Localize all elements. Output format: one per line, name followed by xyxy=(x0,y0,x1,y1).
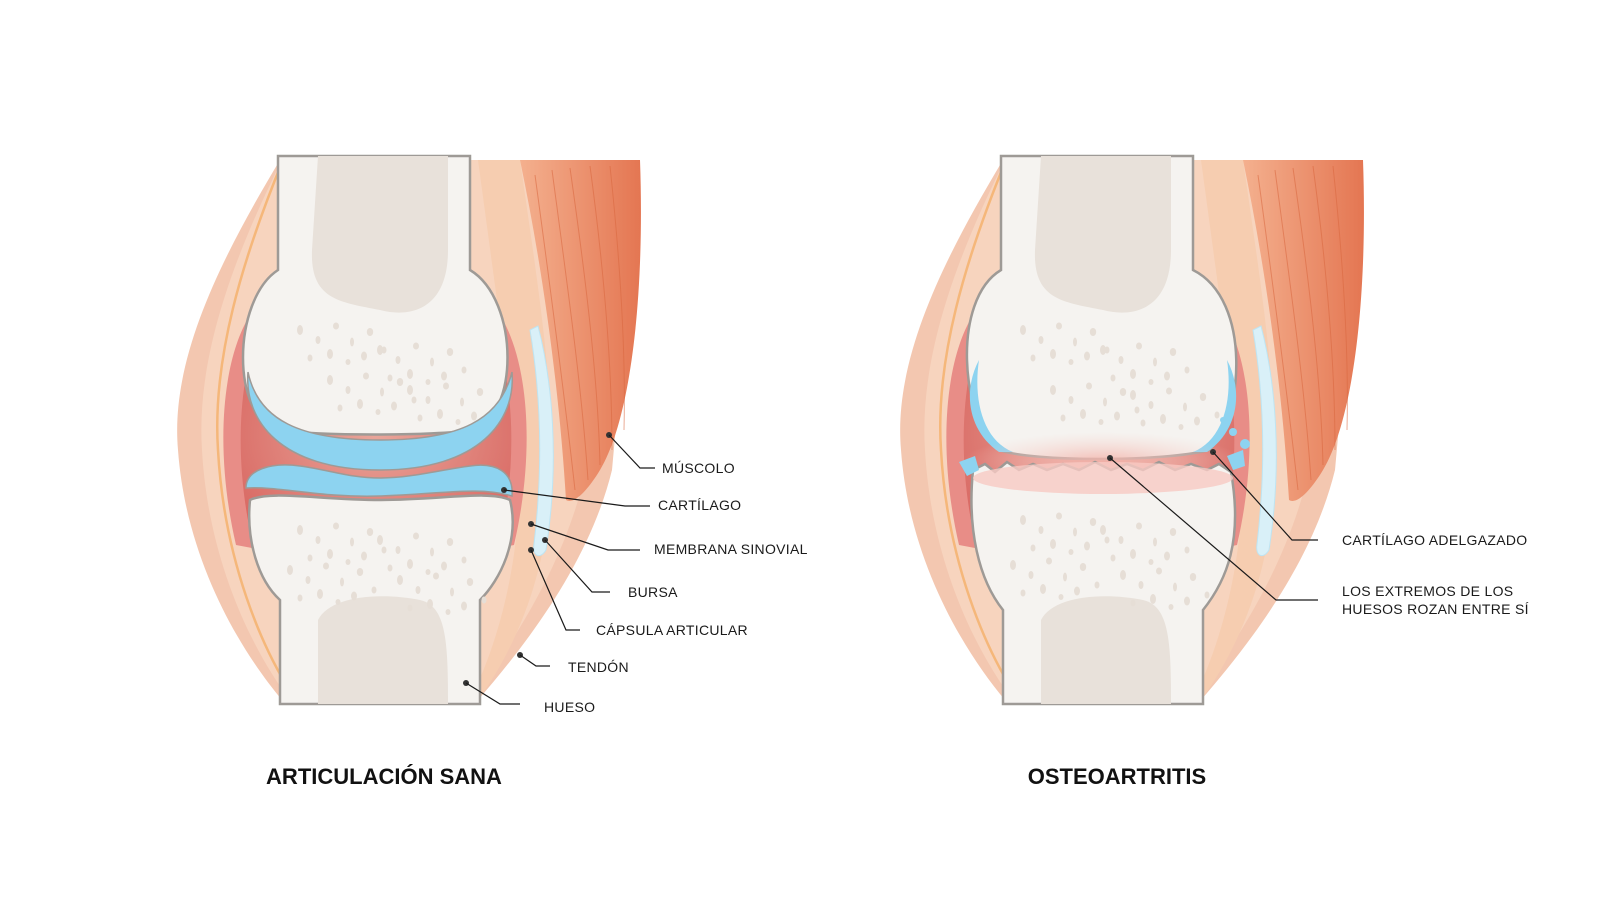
healthy-title: ARTICULACIÓN SANA xyxy=(266,764,502,789)
label-bursa: BURSA xyxy=(628,584,678,600)
osteo-labels: CARTÍLAGO ADELGAZADO LOS EXTREMOS DE LOS… xyxy=(1342,532,1529,617)
label-tendon: TENDÓN xyxy=(568,659,629,675)
osteo-title: OSTEOARTRITIS xyxy=(1028,764,1206,789)
label-muscle: MÚSCOLO xyxy=(662,460,735,476)
label-bones-rub-line1: LOS EXTREMOS DE LOS xyxy=(1342,583,1513,599)
label-joint-capsule: CÁPSULA ARTICULAR xyxy=(596,622,748,638)
label-synovial-membrane: MEMBRANA SINOVIAL xyxy=(654,541,808,557)
label-cartilage: CARTÍLAGO xyxy=(658,497,741,513)
label-bones-rub-line2: HUESOS ROZAN ENTRE SÍ xyxy=(1342,601,1529,617)
healthy-joint xyxy=(177,156,641,704)
osteo-joint xyxy=(900,156,1364,704)
label-bone: HUESO xyxy=(544,699,595,715)
label-thin-cartilage: CARTÍLAGO ADELGAZADO xyxy=(1342,532,1527,548)
